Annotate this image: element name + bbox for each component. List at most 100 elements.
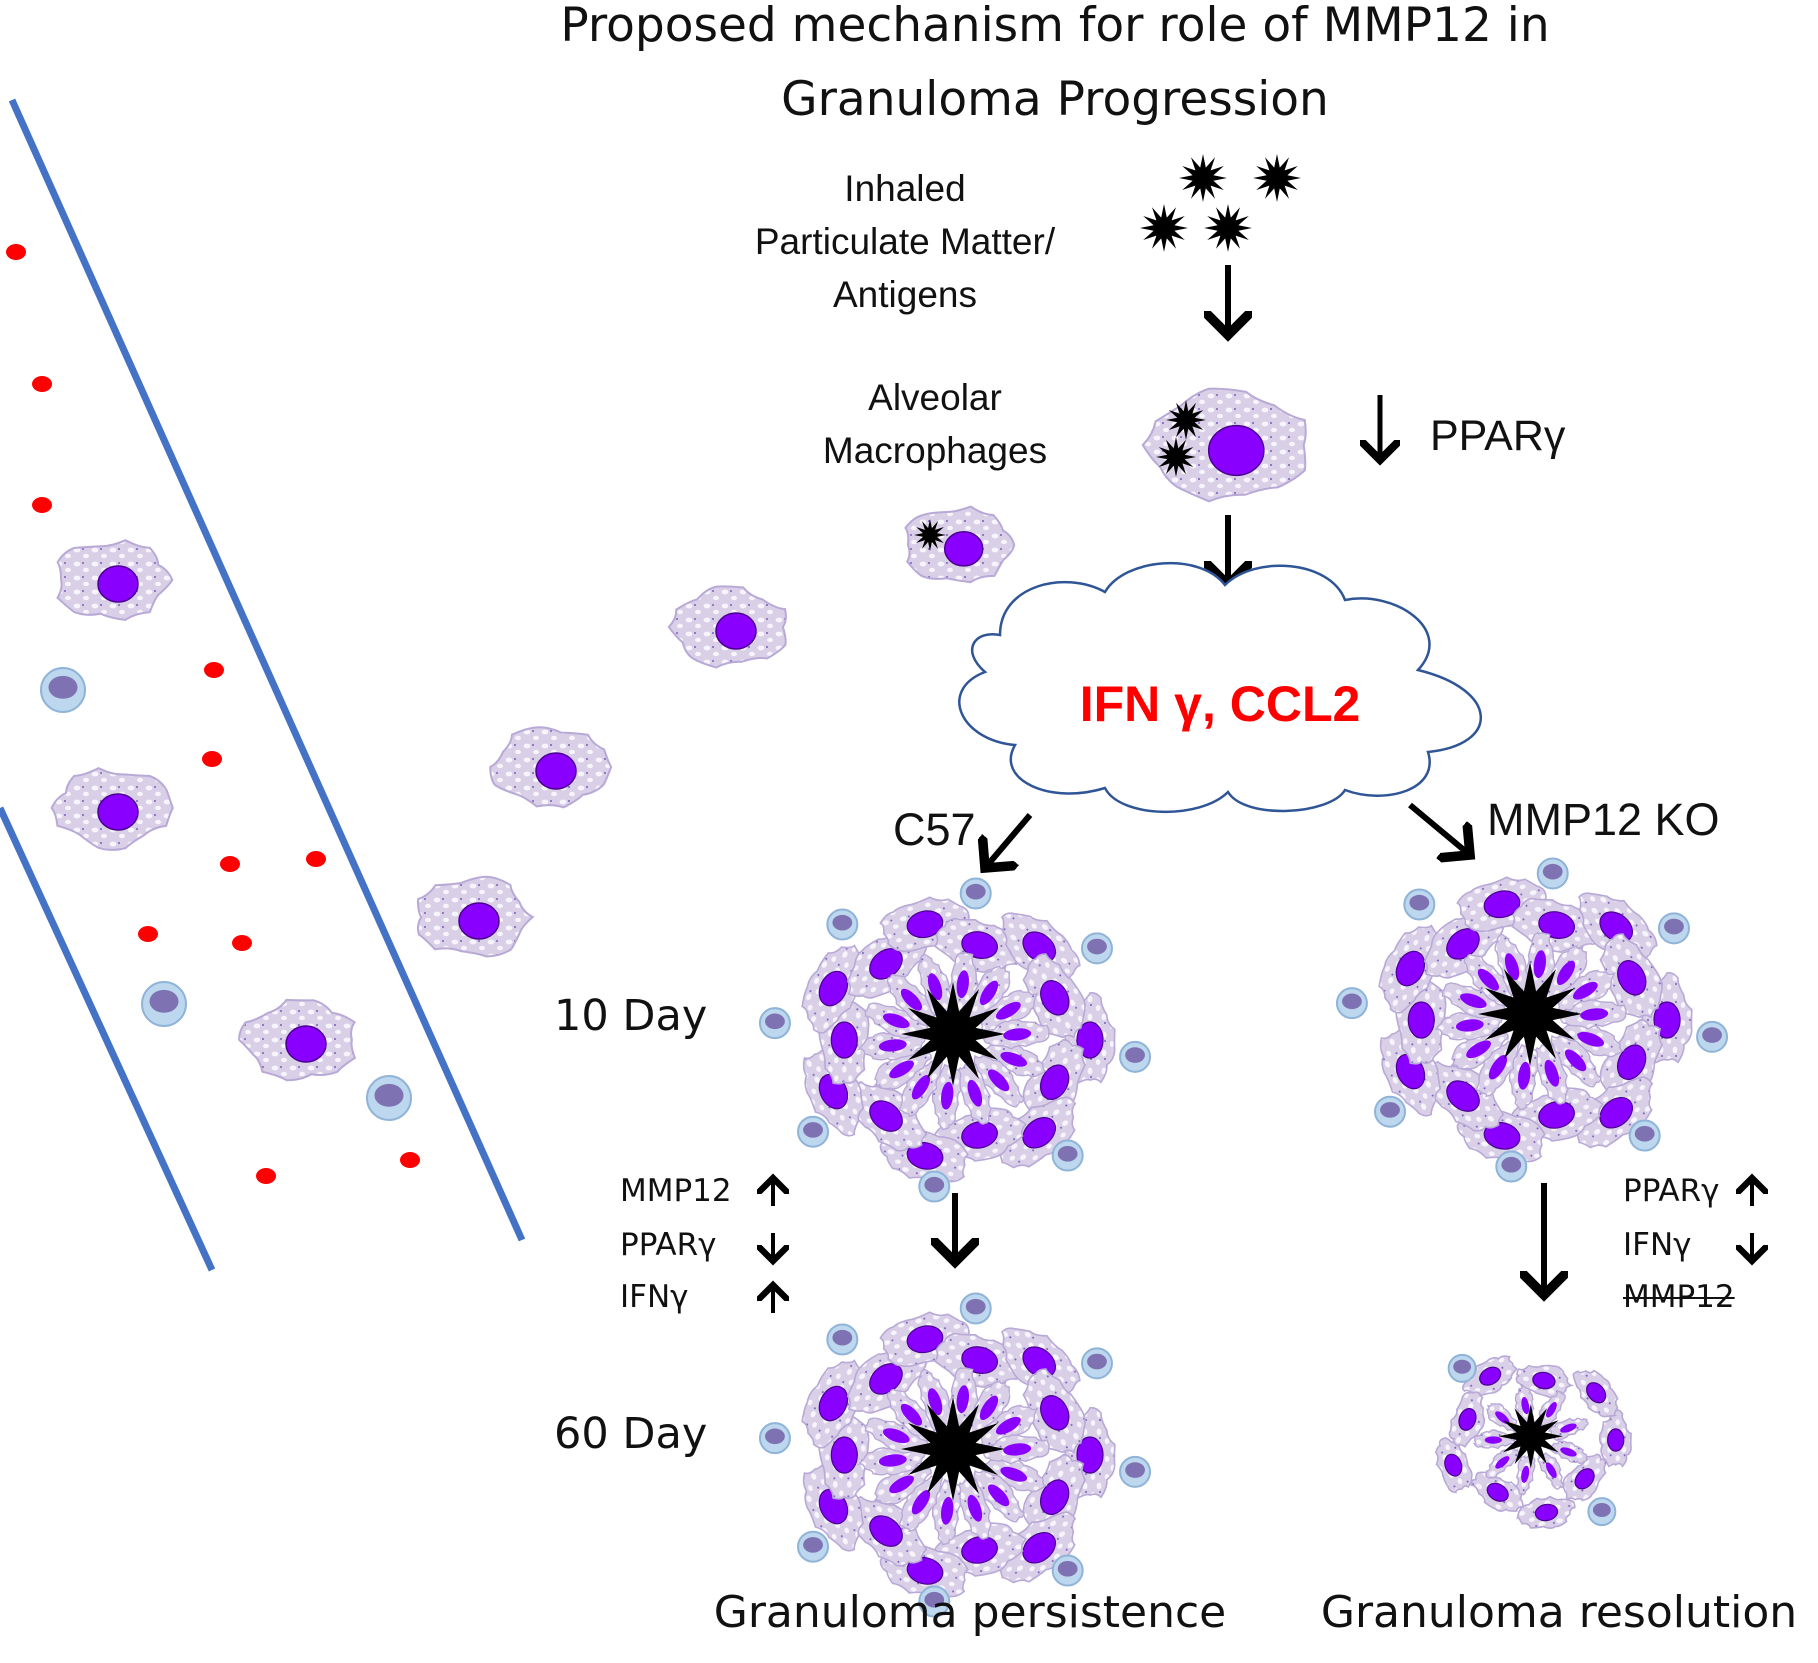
red-blood-cell [32,497,52,513]
red-blood-cell [138,926,158,942]
red-blood-cell [204,662,224,678]
lymphocyte [1657,912,1690,945]
migrating-macrophage [416,875,535,958]
migrating-macrophage [56,539,174,621]
granuloma-inner-cell [1485,1446,1520,1479]
granuloma-macrophage [1434,1437,1473,1494]
granuloma-inner-cell [1472,1429,1516,1450]
red-blood-cells [6,244,420,1184]
macrophage-label-line2: Macrophages [822,430,1048,471]
lymphocyte [1119,1455,1152,1488]
lymphocyte [826,908,859,941]
migrating-macrophages [50,505,1016,1082]
granuloma-macrophage [1572,1369,1619,1418]
ko-marker-ifng: IFNγ [1623,1227,1692,1263]
granuloma-core-particle-icon [1498,1404,1563,1469]
engulfed-particle-icon [1156,437,1196,477]
nucleus [1207,424,1265,477]
red-blood-cell [32,376,52,392]
cytokine-label: IFN γ, CCL2 [1079,676,1361,732]
nucleus [715,612,757,650]
lymphocyte [1447,1353,1477,1383]
diagram-title-line1: Proposed mechanism for role of MMP12 in [560,0,1550,53]
granuloma-macrophage [1022,1368,1086,1454]
lymphocyte [1080,932,1113,965]
vessel-wall-upper [8,98,526,1242]
granuloma-inner-cell [980,1404,1039,1448]
granuloma-macrophage [1562,1453,1608,1504]
granuloma-inner-cell [1494,933,1530,997]
lymphocyte [797,1530,830,1563]
inhaled-particle-icon [1253,154,1301,202]
outcome-persistence: Granuloma persistence [713,1587,1227,1638]
red-blood-cell [202,751,222,767]
lymphocyte [959,1292,992,1325]
granuloma-inner-cell [1533,1041,1569,1105]
vessel-wall-lower [0,806,216,1272]
granulomas [758,857,1729,1618]
stimulus-label-line2: Particulate Matter/ [754,221,1056,262]
granuloma-macrophage [802,1046,865,1137]
lymphocyte [797,1115,830,1148]
granuloma-macrophage [1378,924,1441,1014]
stimulus-label-line3: Antigens [833,274,977,315]
red-blood-cell [400,1152,420,1168]
granuloma-ko-resolved [1434,1353,1632,1529]
migrating-macrophage [667,585,787,669]
lymphocyte [1335,987,1368,1020]
ko-branch-label: MMP12 KO [1487,794,1720,845]
arrow-to-ko [1408,802,1470,855]
c57-marker-ifng: IFNγ [620,1279,689,1315]
cloud-outline [958,561,1482,814]
lymphocyte [1403,888,1436,921]
granuloma-c57-60-day [758,1292,1152,1618]
granuloma-macrophage [1516,1495,1576,1529]
engulfed-particle-icon [914,519,946,551]
lymphocyte [1696,1020,1729,1053]
nucleus [943,530,984,567]
granuloma-core-particle-icon [1478,962,1582,1066]
granuloma-inner-cell [956,1476,992,1540]
red-blood-cell [232,935,252,951]
lymphocyte [366,1075,412,1121]
ko-marker-pparg: PPARγ [1623,1173,1720,1209]
inhaled-particle-icon [1140,204,1188,252]
timepoint-10-day: 10 Day [554,991,708,1041]
lymphocyte [1536,857,1569,890]
vessel-lymphocytes [40,667,412,1121]
nucleus [458,902,500,940]
granuloma-inner-cell [973,1054,1025,1108]
flow-arrows [955,265,1544,1295]
granuloma-c57-10-day [758,877,1152,1203]
lymphocyte [758,1007,791,1040]
arrow-to-c57 [985,813,1033,868]
granuloma-inner-cell [980,989,1039,1033]
granuloma-macrophage [801,944,864,1034]
lymphocyte [1080,1347,1113,1380]
alveolar-macrophage-with-particles [1141,387,1307,503]
migrating-macrophage [50,766,174,851]
pparg-change-label: PPARγ [1430,412,1566,460]
granuloma-inner-cell [1433,1011,1503,1041]
stimulus-label-line1: Inhaled [844,168,966,209]
granuloma-inner-cell [1559,999,1627,1030]
granuloma-macrophage [1448,1390,1486,1448]
red-blood-cell [6,244,26,260]
ko-marker-mmp12-absent: MMP12 [1623,1279,1735,1315]
lymphocyte [1051,1554,1084,1587]
c57-branch-label: C57 [893,804,976,855]
c57-marker-mmp12: MMP12 [620,1173,732,1209]
lymphocyte [1587,1497,1617,1527]
granuloma-inner-cell [872,1048,932,1090]
lymphocyte [1628,1119,1661,1152]
alveolar-macrophage [1141,387,1307,503]
lymphocyte [1051,1139,1084,1172]
granuloma-inner-cell [1550,1034,1602,1088]
lymphocyte [826,1323,859,1356]
nucleus [97,565,139,603]
inhaled-particle-icon [1179,154,1227,202]
granuloma-macrophage [1461,1355,1518,1397]
blood-vessel [0,98,526,1272]
macrophage-with-particle [904,505,1016,584]
